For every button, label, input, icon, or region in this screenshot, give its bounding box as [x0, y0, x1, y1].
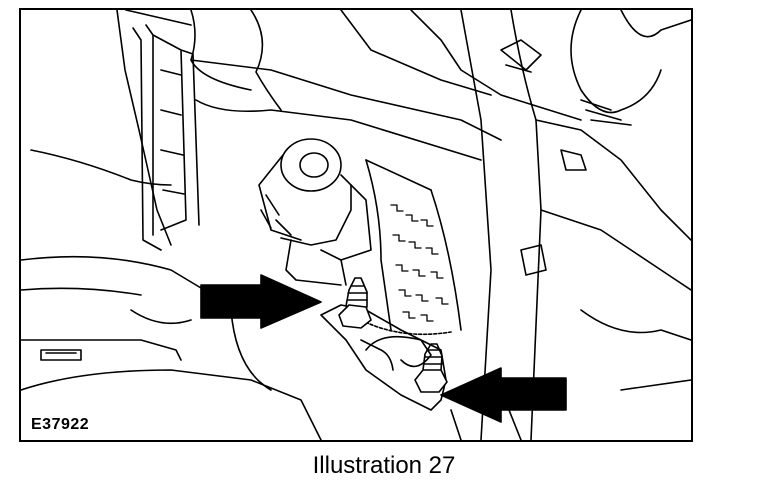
crossbar: [190, 10, 582, 161]
left-panel: [30, 10, 200, 251]
right-member: [460, 10, 691, 440]
figure-code: E37922: [31, 416, 90, 433]
harness-bracket: [360, 159, 462, 336]
illustration-frame: E37922: [19, 8, 693, 442]
illustration-caption: Illustration 27: [312, 452, 456, 479]
lower-frame: [21, 255, 691, 440]
arrow-pointing-left: [440, 367, 567, 423]
actuator-body: [258, 138, 372, 286]
mounting-nut-upper: [338, 277, 372, 329]
mounting-nut-lower: [414, 343, 448, 393]
mechanical-line-drawing: [21, 10, 691, 440]
arrow-pointing-right: [200, 274, 322, 329]
